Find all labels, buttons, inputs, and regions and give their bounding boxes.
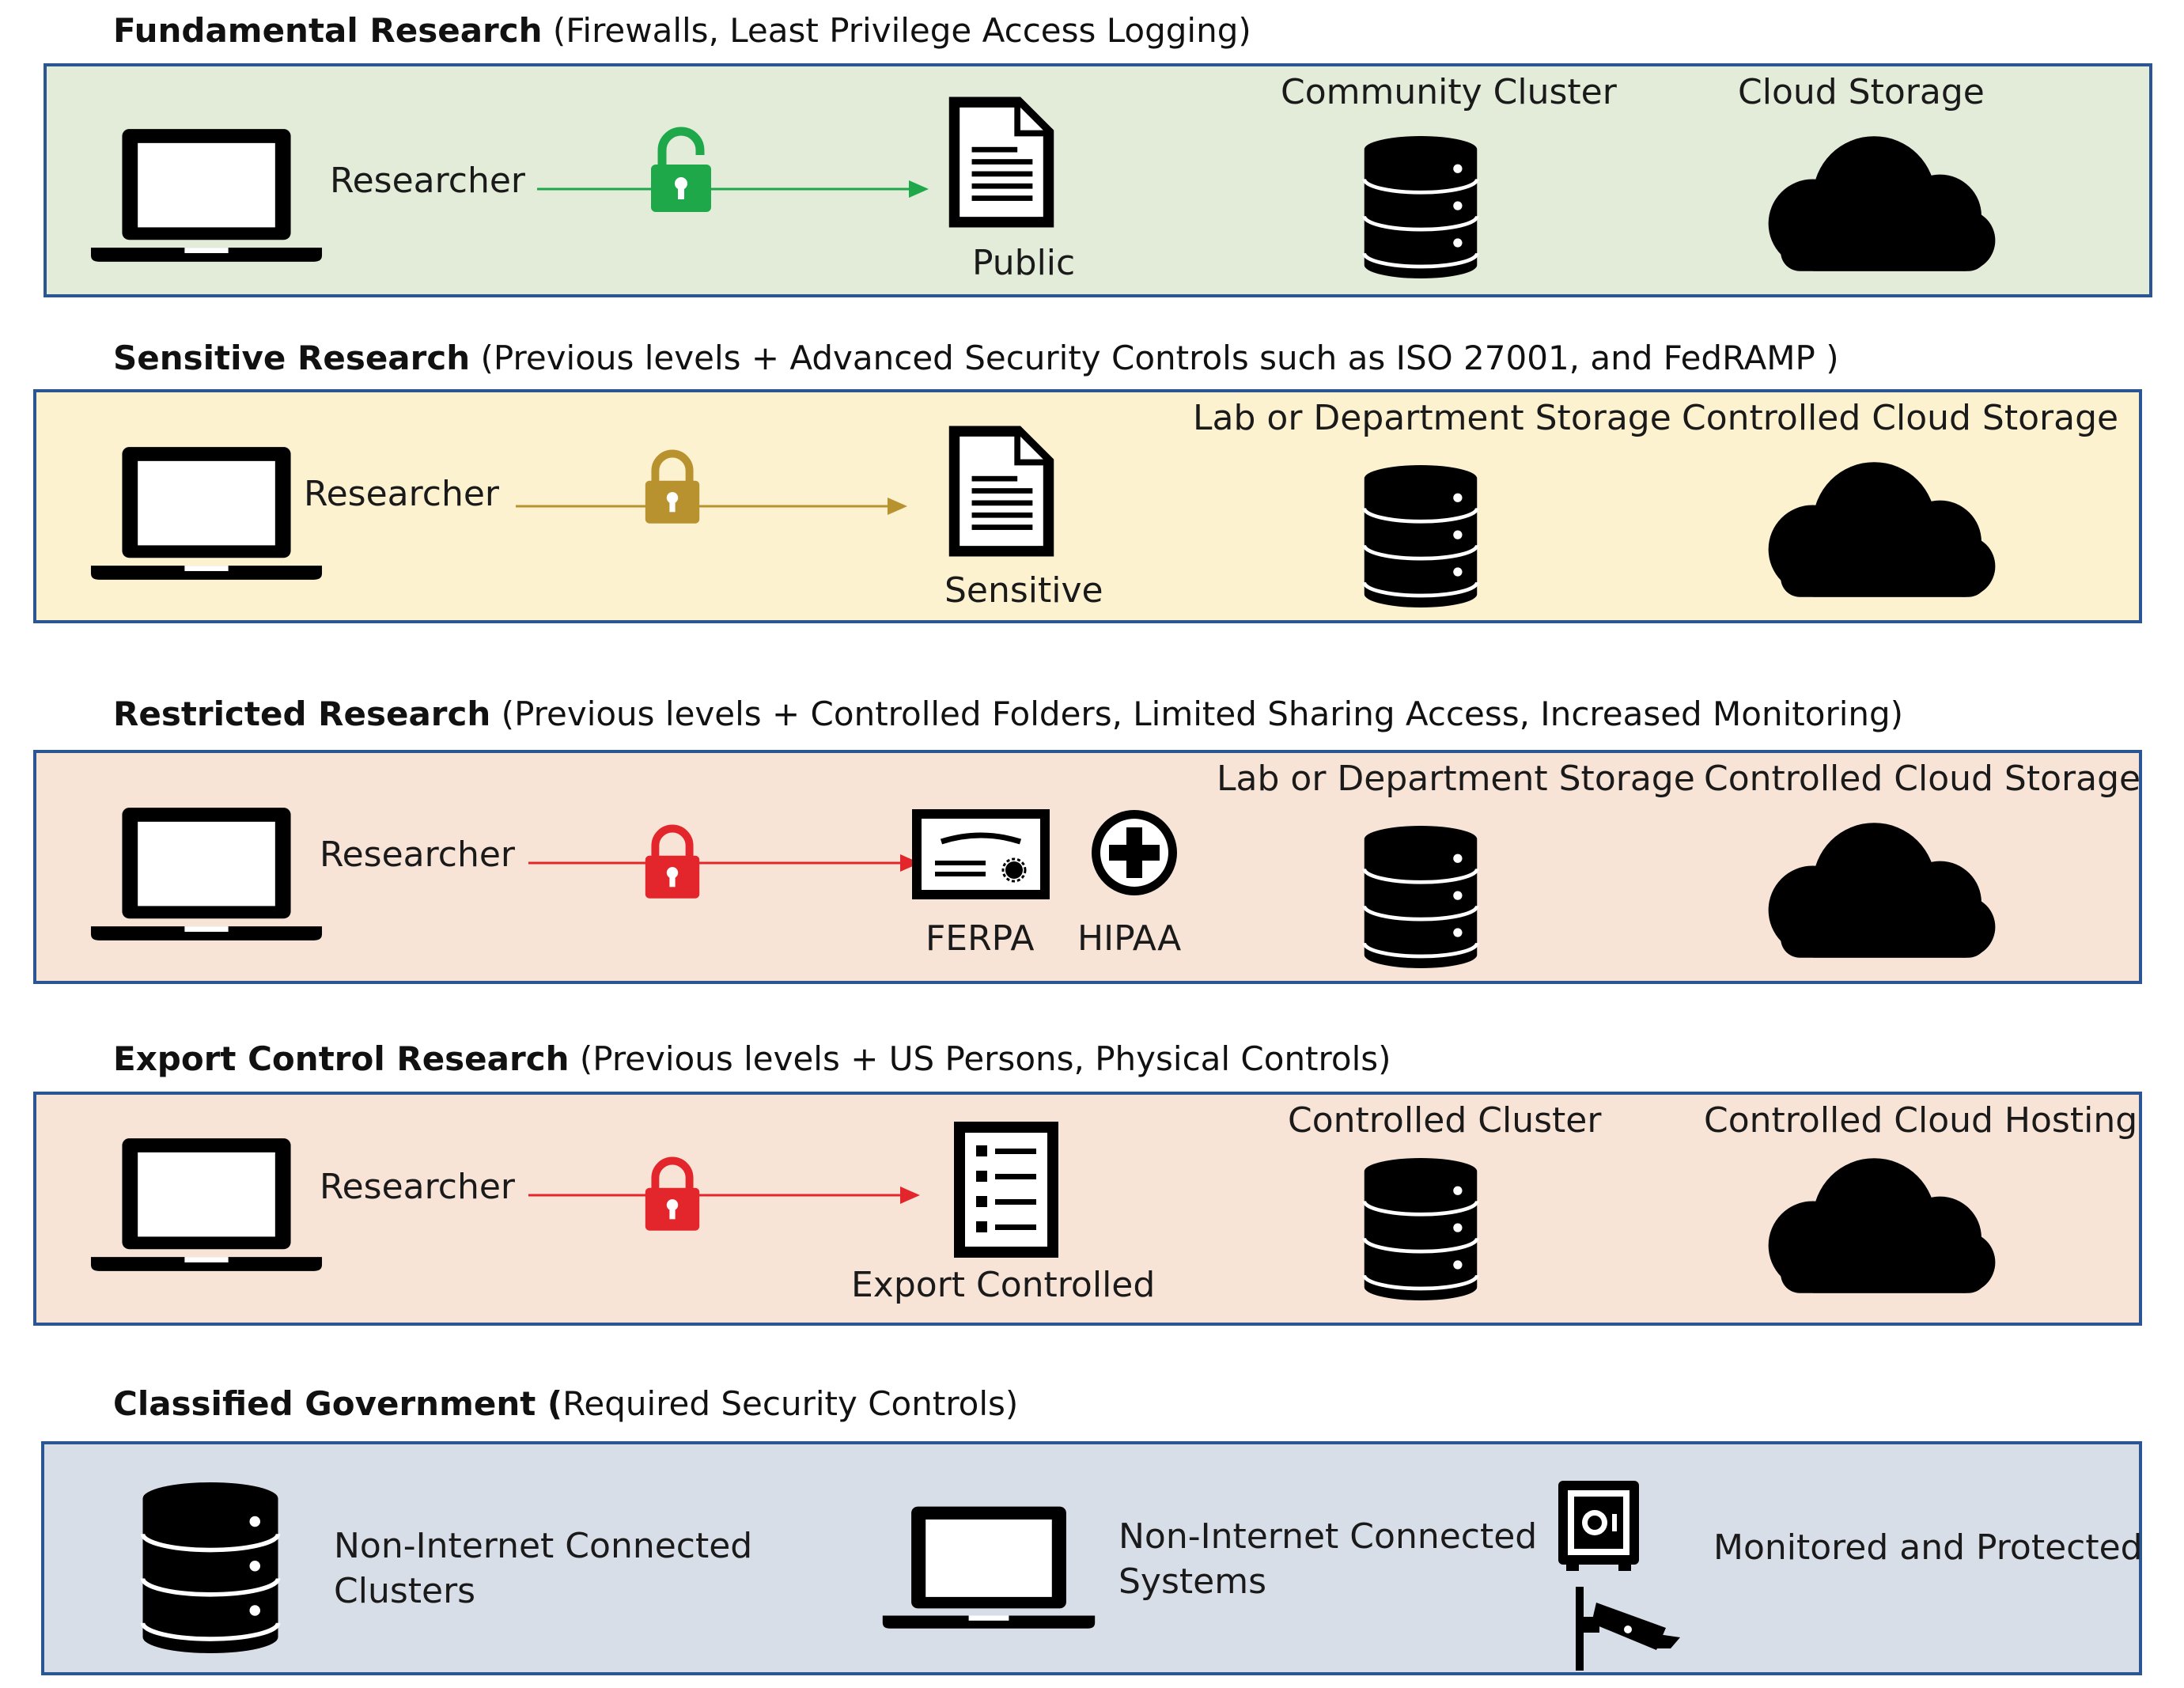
lab-storage-label: Lab or Department Storage [1217, 759, 1695, 799]
locked-padlock-icon [644, 1153, 701, 1232]
database-icon [1361, 1152, 1480, 1307]
document-icon [944, 92, 1058, 233]
controlled-cloud-storage-label: Controlled Cloud Storage [1704, 759, 2141, 799]
database-icon [1361, 130, 1480, 285]
sensitive-subtitle: (Previous levels + Advanced Security Con… [470, 339, 1839, 377]
locked-padlock-icon [644, 821, 701, 900]
cloud-storage-label: Cloud Storage [1738, 72, 1985, 112]
public-label: Public [972, 243, 1076, 283]
security-camera-icon [1573, 1585, 1683, 1672]
database-icon [1361, 819, 1480, 975]
lab-storage-label: Lab or Department Storage [1193, 398, 1671, 438]
hipaa-label: HIPAA [1077, 918, 1182, 959]
database-icon [139, 1474, 282, 1661]
researcher-label: Researcher [320, 835, 515, 875]
cloud-icon [1759, 819, 2004, 958]
clusters-line-1: Non-Internet Connected [334, 1526, 753, 1566]
controlled-cloud-hosting-label: Controlled Cloud Hosting [1704, 1100, 2138, 1141]
checklist-icon [951, 1118, 1062, 1261]
arrow-connector [528, 854, 920, 872]
community-cluster-label: Community Cluster [1281, 72, 1617, 112]
cloud-icon [1759, 133, 2004, 271]
classified-heading: Classified Government (Required Security… [113, 1387, 1018, 1421]
restricted-heading: Restricted Research (Previous levels + C… [113, 698, 1903, 731]
monitored-protected-label: Monitored and Protected [1713, 1527, 2143, 1568]
classified-title: Classified Government ( [113, 1384, 563, 1423]
laptop-icon [89, 800, 324, 943]
systems-line-2: Systems [1118, 1561, 1266, 1603]
unlocked-padlock-icon [649, 127, 713, 214]
systems-line-1: Non-Internet Connected [1118, 1516, 1538, 1557]
ferpa-label: FERPA [925, 918, 1035, 959]
non-internet-systems-label: Non-Internet Connected Systems [1118, 1514, 1537, 1604]
export-subtitle: (Previous levels + US Persons, Physical … [569, 1039, 1391, 1078]
arrow-connector [528, 1187, 920, 1204]
medical-cross-icon [1087, 805, 1182, 900]
laptop-icon [89, 122, 324, 264]
restricted-subtitle: (Previous levels + Controlled Folders, L… [490, 695, 1904, 733]
classified-subtitle: Required Security Controls) [562, 1384, 1019, 1423]
database-icon [1361, 459, 1480, 614]
fundamental-box: Researcher Public Community Cluster Clou… [44, 63, 2152, 297]
arrow-connector [516, 498, 907, 515]
controlled-cluster-label: Controlled Cluster [1288, 1100, 1602, 1141]
safe-icon [1555, 1478, 1642, 1573]
fundamental-heading: Fundamental Research (Firewalls, Least P… [113, 14, 1251, 47]
restricted-box: Researcher FERPA HIPAA Lab or Department… [33, 750, 2142, 984]
sensitive-box: Researcher Sensitive Lab or Department S… [33, 389, 2142, 623]
export-title: Export Control Research [113, 1039, 570, 1078]
researcher-label: Researcher [304, 474, 499, 514]
researcher-label: Researcher [330, 161, 525, 201]
classified-box: Non-Internet Connected Clusters Non-Inte… [41, 1441, 2143, 1675]
arrow-connector [537, 180, 929, 198]
fundamental-subtitle: (Firewalls, Least Privilege Access Loggi… [542, 11, 1251, 50]
restricted-title: Restricted Research [113, 695, 491, 733]
document-icon [944, 421, 1058, 562]
locked-padlock-icon [644, 446, 701, 525]
export-controlled-label: Export Controlled [851, 1265, 1156, 1305]
sensitive-label: Sensitive [944, 570, 1103, 611]
clusters-line-2: Clusters [334, 1571, 476, 1612]
non-internet-clusters-label: Non-Internet Connected Clusters [334, 1523, 752, 1614]
certificate-icon [910, 807, 1052, 902]
sensitive-title: Sensitive Research [113, 339, 471, 377]
cloud-icon [1759, 1155, 2004, 1293]
researcher-label: Researcher [320, 1167, 515, 1207]
laptop-icon [89, 1131, 324, 1274]
controlled-cloud-storage-label: Controlled Cloud Storage [1682, 398, 2119, 438]
export-heading: Export Control Research (Previous levels… [113, 1043, 1391, 1076]
cloud-icon [1759, 459, 2004, 597]
export-box: Researcher Export Controlled Controlled … [33, 1092, 2142, 1326]
laptop-icon [881, 1498, 1096, 1633]
laptop-icon [89, 440, 324, 582]
fundamental-title: Fundamental Research [113, 11, 543, 50]
sensitive-heading: Sensitive Research (Previous levels + Ad… [113, 342, 1839, 375]
